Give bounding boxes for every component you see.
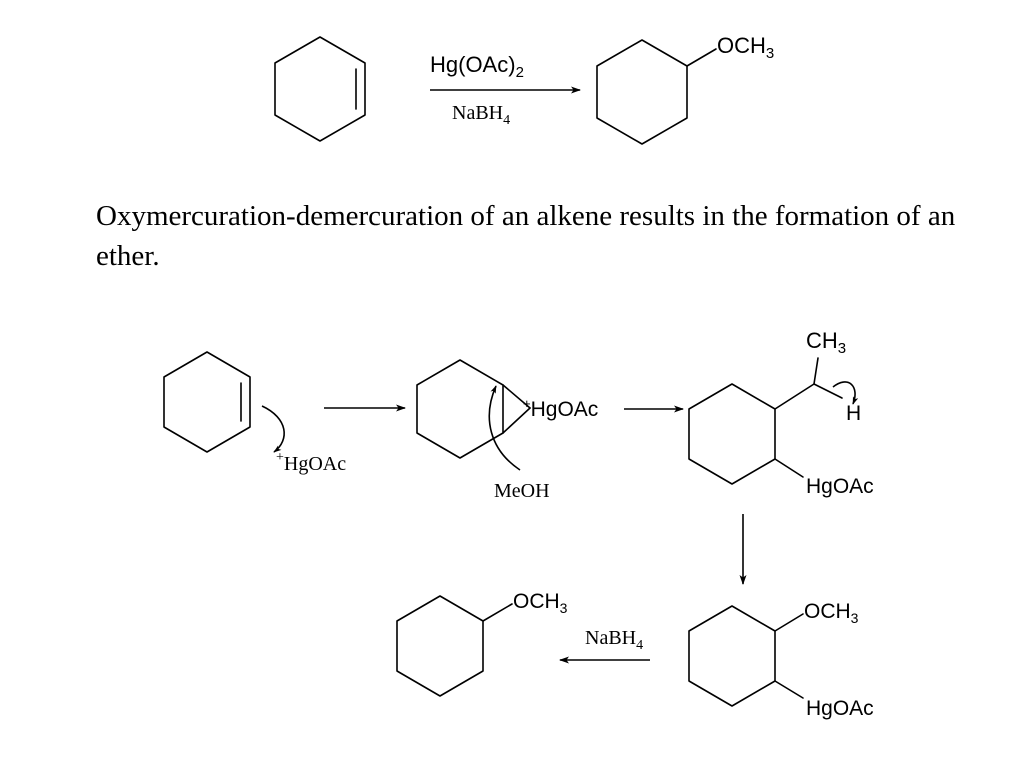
curved-arrow-attack: [261, 405, 285, 453]
methoxy-organomercurial: [688, 605, 804, 707]
h-label: H: [846, 402, 861, 425]
curved-arrow-meoh: [488, 385, 521, 471]
nabh4-label: NaBH4: [585, 627, 643, 653]
och3-label: OCH3: [717, 33, 774, 62]
hgoac-label-2: HgOAc: [806, 697, 874, 720]
caption-text: Oxymercuration-demercuration of an alken…: [96, 200, 956, 272]
och3-label-2: OCH3: [804, 600, 859, 626]
hgoac-label-1: HgOAc: [806, 475, 874, 498]
reagent-hgoac2: Hg(OAc)2: [430, 52, 524, 81]
och3-label-3: OCH3: [513, 590, 568, 616]
oxonium-intermediate: [688, 357, 843, 485]
methoxycyclohexane-product: [596, 39, 717, 145]
meoh-label: MeOH: [494, 480, 550, 502]
hgoac-plus-label: +HgOAc: [523, 396, 598, 421]
hgoac-cation-label: +HgOAc: [276, 450, 346, 475]
cyclohexene-reactant: [274, 36, 366, 142]
ch3-label: CH3: [806, 328, 846, 357]
methoxycyclohexane-final: [396, 595, 513, 697]
reagent-nabh4: NaBH4: [452, 102, 510, 128]
cyclohexene-mechanism: [163, 351, 251, 453]
curved-arrow-proton: [832, 381, 859, 405]
mercurinium-ion-intermediate: [416, 359, 531, 459]
